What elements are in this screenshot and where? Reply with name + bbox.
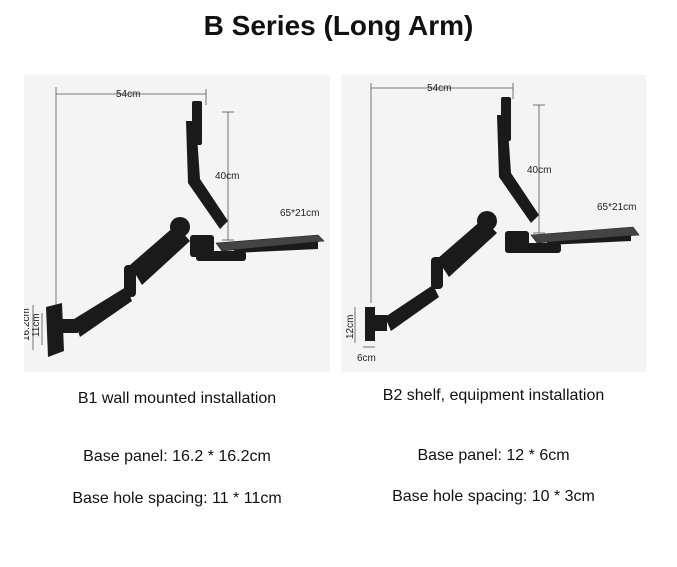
b1-hole-spacing: Base hole spacing: 11 * 11cm [72,490,282,507]
b1-arm-shape [46,101,318,357]
b2-panel-height-label: 12cm [345,315,356,339]
b2-arm-shape [365,97,631,341]
b1-width-label: 54cm [116,89,140,100]
page-title: B Series (Long Arm) [203,10,474,41]
b2-tray-label: 65*21cm [597,202,636,213]
b1-tray-label: 65*21cm [280,208,319,219]
b2-hole-spacing: Base hole spacing: 10 * 3cm [392,488,595,505]
b2-base-panel: Base panel: 12 * 6cm [417,447,570,464]
b2-product-image: 54cm 40cm 65*21cm 12cm 6cm [341,75,646,372]
b2-caption: B2 shelf, equipment installation [382,387,605,404]
b1-panel-height-label: 16.2cm [24,308,32,341]
b2-width-label: 54cm [427,83,451,94]
b2-panel-width-label: 6cm [357,353,376,364]
b1-base-panel: Base panel: 16.2 * 16.2cm [83,448,271,465]
b1-product-image: 54cm 40cm 65*21cm 16.2cm 11cm [24,75,330,372]
b1-caption: B1 wall mounted installation [77,390,277,407]
b2-height-label: 40cm [527,165,551,176]
b1-arm-illustration: 54cm 40cm 65*21cm 16.2cm 11cm [24,87,325,357]
b1-height-label: 40cm [215,171,239,182]
b2-arm-illustration: 54cm 40cm 65*21cm 12cm 6cm [345,83,640,364]
b1-hole-height-label: 11cm [31,313,42,337]
